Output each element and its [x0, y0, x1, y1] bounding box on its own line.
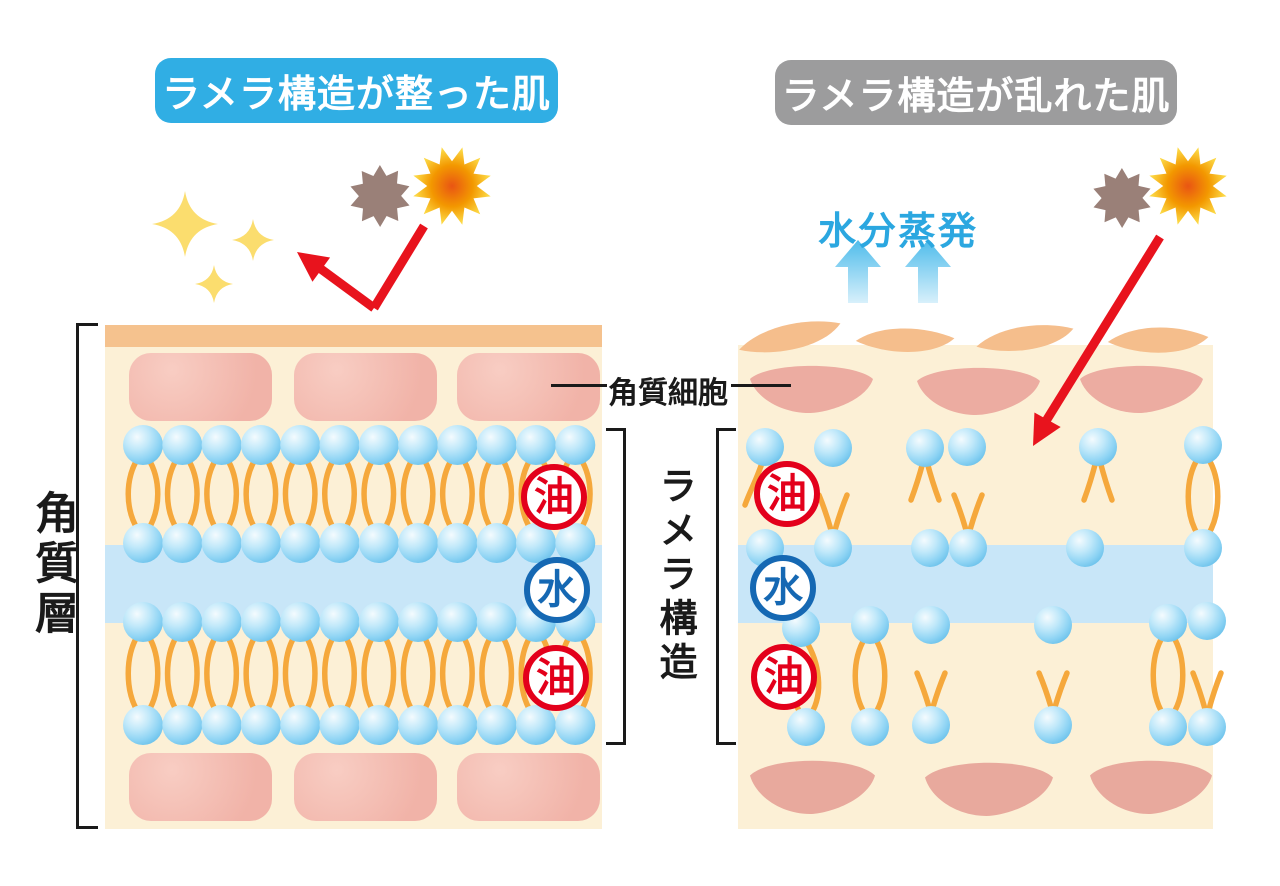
water-evaporation-label: 水分蒸発: [818, 211, 979, 253]
corneocyte-cell: [294, 353, 437, 421]
lamellar-structure-label: ラメラ構造: [653, 466, 695, 686]
pointer-line: [731, 384, 791, 387]
healthy-skin-title: ラメラ構造が整った肌: [155, 58, 558, 123]
water-badge: 水: [750, 555, 816, 621]
stratum-corneum-label: 角質層: [28, 490, 77, 640]
sparkle-icon: [152, 191, 274, 303]
lamellar-bracket-right: [716, 428, 736, 745]
lamellar-bracket-left: [606, 428, 626, 745]
pollutant-burst-icon: [350, 165, 1151, 228]
oil-badge: 油: [751, 644, 817, 710]
skin-surface-band: [105, 325, 602, 347]
corneocyte-cell: [457, 353, 600, 421]
corneocyte-cell: [294, 753, 437, 821]
healthy-skin-panel: [105, 325, 602, 829]
corneocyte-label: 角質細胞: [608, 377, 728, 410]
water-badge: 水: [524, 557, 590, 623]
corneocyte-cell: [457, 753, 600, 821]
oil-badge: 油: [523, 645, 589, 711]
damaged-skin-title: ラメラ構造が乱れた肌: [775, 60, 1177, 125]
pointer-line: [551, 384, 607, 387]
stratum-corneum-bracket: [76, 323, 98, 829]
corneocyte-cell: [129, 753, 272, 821]
oil-badge: 油: [754, 461, 820, 527]
corneocyte-cell: [129, 353, 272, 421]
oil-badge: 油: [521, 464, 587, 530]
